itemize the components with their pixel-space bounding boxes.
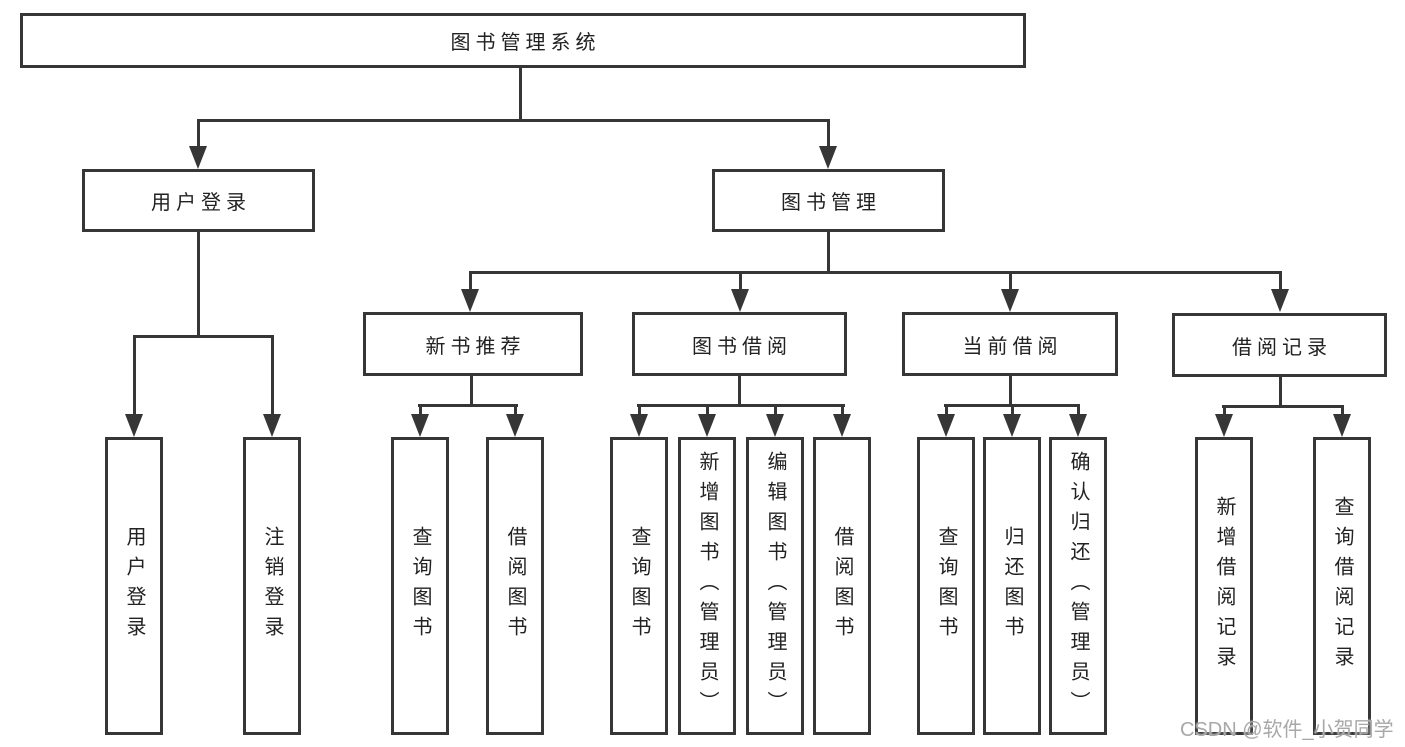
connector-line — [841, 404, 844, 417]
leaf-query-books-1: 查询图书 — [391, 437, 449, 735]
connector-line — [1341, 405, 1344, 418]
arrow-down-icon — [766, 414, 784, 437]
leaf-borrow-books-2: 借阅图书 — [813, 437, 871, 735]
arrow-down-icon — [833, 414, 851, 437]
leaf-query-books-3: 查询图书 — [917, 437, 975, 735]
connector-line — [706, 404, 709, 417]
connector-line — [470, 375, 473, 406]
arrow-down-icon — [189, 146, 207, 169]
arrow-down-icon — [731, 289, 749, 312]
leaf-label: 注销登录 — [261, 526, 283, 646]
connector-line — [271, 335, 274, 417]
connector-line — [1077, 404, 1080, 417]
connector-line — [1009, 271, 1012, 291]
arrow-down-icon — [1215, 414, 1233, 437]
connector-line — [197, 119, 200, 149]
arrow-down-icon — [1001, 289, 1019, 312]
csdn-watermark: CSDN @软件_小贺同学 — [1180, 719, 1394, 741]
connector-line — [774, 404, 777, 417]
leaf-edit-books-admin: 编辑图书（管理员） — [746, 437, 804, 735]
leaf-user-login: 用户登录 — [105, 437, 163, 735]
connector-line — [1223, 405, 1226, 418]
connector-line — [637, 404, 845, 407]
node-label: 当前借阅 — [962, 335, 1063, 358]
leaf-add-books-admin: 新增图书（管理员） — [678, 437, 736, 735]
arrow-down-icon — [411, 414, 429, 437]
leaf-query-borrow-record: 查询借阅记录 — [1313, 437, 1371, 735]
leaf-query-books-2: 查询图书 — [610, 437, 668, 735]
connector-line — [469, 271, 472, 291]
node-label: 图书管理 — [781, 192, 881, 214]
arrow-down-icon — [819, 146, 837, 169]
node-borrow-records: 借阅记录 — [1172, 313, 1387, 377]
node-label: 用户登录 — [151, 192, 251, 214]
arrow-down-icon — [1003, 414, 1021, 437]
node-book-borrow: 图书借阅 — [632, 312, 847, 376]
arrow-down-icon — [1069, 414, 1087, 437]
connector-line — [1009, 375, 1012, 406]
leaf-borrow-books-1: 借阅图书 — [486, 437, 544, 735]
leaf-label: 用户登录 — [123, 526, 145, 646]
node-library-system: 图书管理系统 — [20, 13, 1026, 68]
connector-line — [638, 404, 641, 417]
leaf-confirm-return-admin: 确认归还（管理员） — [1049, 437, 1107, 735]
connector-line — [945, 404, 948, 417]
connector-line — [197, 231, 200, 337]
arrow-down-icon — [1333, 414, 1351, 437]
connector-line — [739, 271, 742, 291]
connector-line — [738, 375, 741, 406]
connector-line — [469, 271, 1282, 274]
leaf-label: 查询图书 — [409, 526, 431, 646]
node-user-login: 用户登录 — [82, 169, 315, 232]
connector-line — [1279, 376, 1282, 407]
arrow-down-icon — [461, 289, 479, 312]
arrow-down-icon — [125, 414, 143, 437]
node-label: 图书借阅 — [692, 335, 792, 358]
node-label: 借阅记录 — [1232, 336, 1332, 359]
arrow-down-icon — [1271, 289, 1289, 312]
leaf-label: 确认归还（管理员） — [1067, 451, 1089, 721]
node-current-borrow: 当前借阅 — [902, 312, 1118, 376]
connector-line — [827, 230, 830, 272]
leaf-label: 查询借阅记录 — [1331, 496, 1353, 676]
connector-line — [514, 404, 517, 417]
node-label: 新书推荐 — [425, 335, 526, 358]
connector-line — [197, 119, 830, 122]
leaf-label: 查询图书 — [935, 526, 957, 646]
leaf-return-books: 归还图书 — [983, 437, 1041, 735]
leaf-add-borrow-record: 新增借阅记录 — [1195, 437, 1253, 735]
arrow-down-icon — [263, 414, 281, 437]
connector-line — [418, 404, 518, 407]
node-new-book-recommend: 新书推荐 — [363, 312, 583, 376]
arrow-down-icon — [630, 414, 648, 437]
leaf-label: 新增借阅记录 — [1213, 496, 1235, 676]
connector-line — [519, 68, 522, 120]
connector-line — [827, 119, 830, 149]
connector-line — [133, 335, 136, 417]
leaf-label: 新增图书（管理员） — [696, 451, 718, 721]
connector-line — [1279, 271, 1282, 291]
leaf-label: 编辑图书（管理员） — [764, 451, 786, 721]
connector-line — [133, 335, 274, 338]
node-book-management: 图书管理 — [712, 169, 945, 232]
leaf-label: 归还图书 — [1001, 526, 1023, 646]
connector-line — [419, 404, 422, 417]
connector-line — [1222, 405, 1344, 408]
leaf-logout: 注销登录 — [243, 437, 301, 735]
leaf-label: 借阅图书 — [504, 526, 526, 646]
connector-line — [1011, 404, 1014, 417]
leaf-label: 查询图书 — [628, 526, 650, 646]
node-label: 图书管理系统 — [450, 32, 601, 54]
arrow-down-icon — [506, 414, 524, 437]
leaf-label: 借阅图书 — [831, 526, 853, 646]
arrow-down-icon — [698, 414, 716, 437]
arrow-down-icon — [937, 414, 955, 437]
